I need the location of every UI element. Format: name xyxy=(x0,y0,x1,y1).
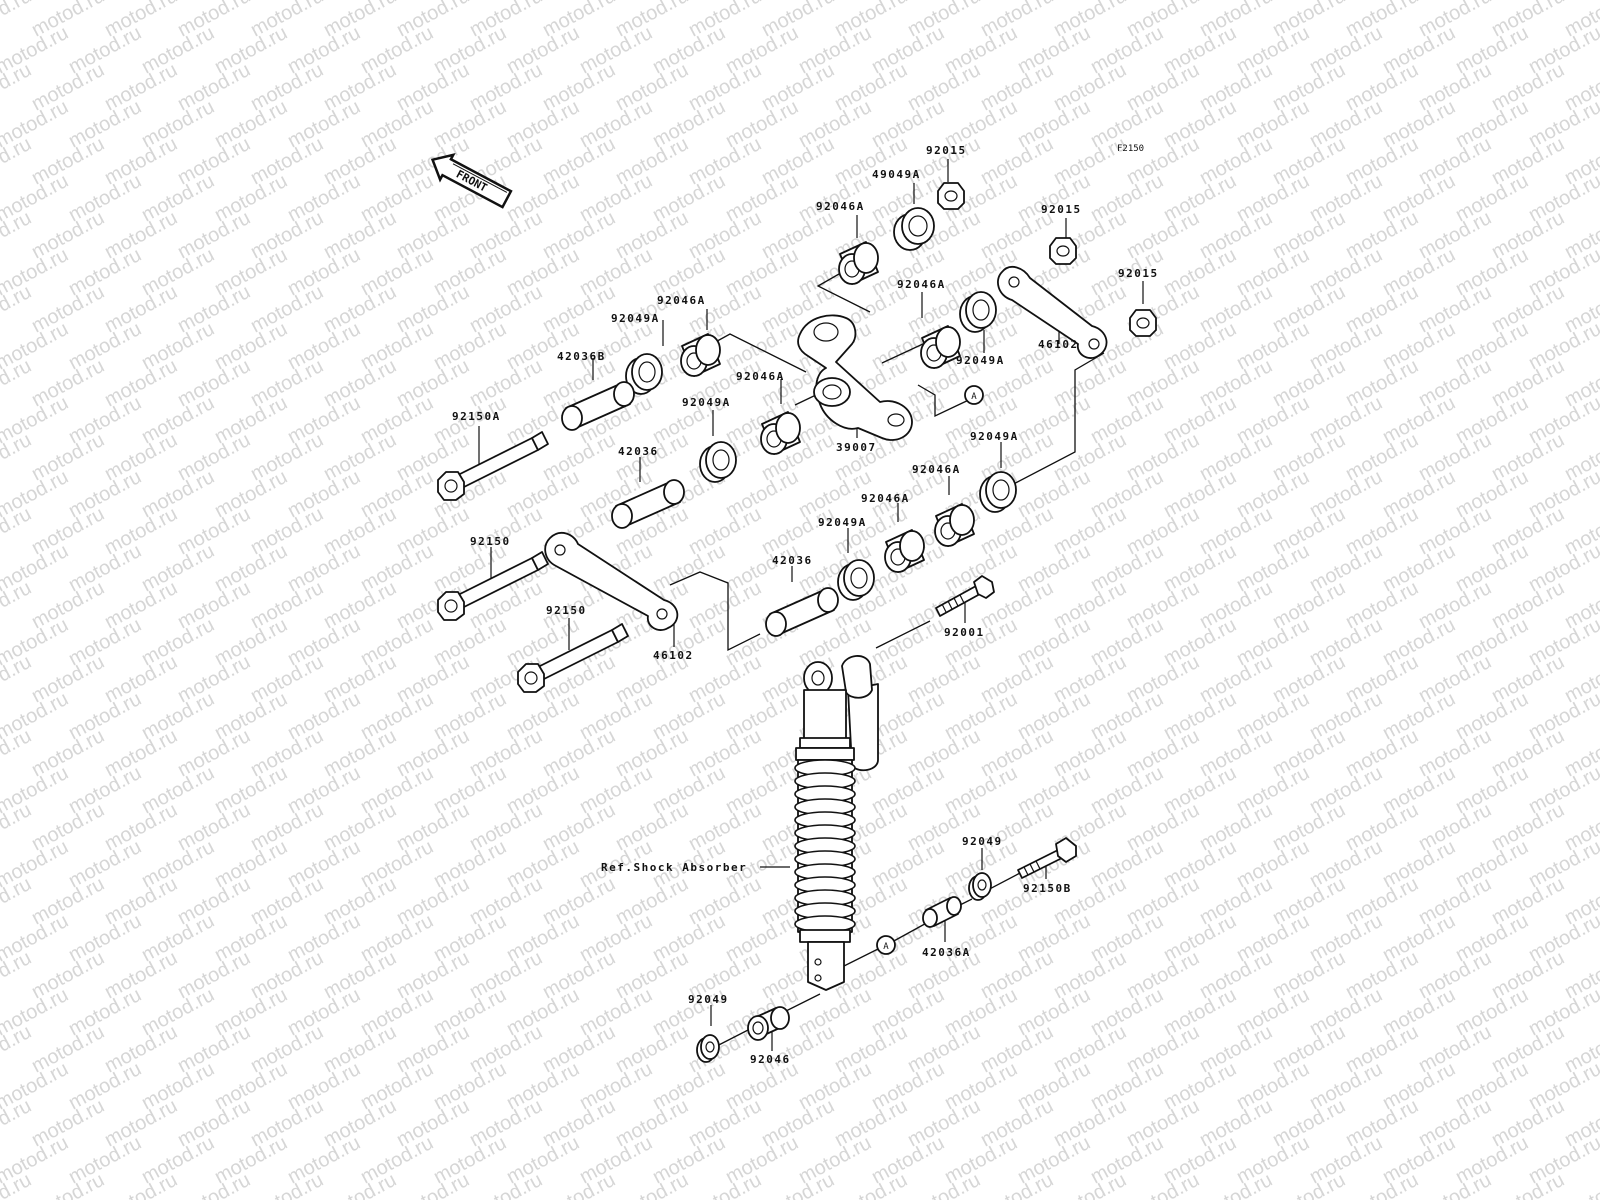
label-42036B: 42036B xyxy=(557,350,606,363)
label-92015-right: 92015 xyxy=(1118,267,1159,280)
needle-bearing-92046A-5 xyxy=(934,503,975,547)
label-ref-shock-absorber: Ref.Shock Absorber xyxy=(601,861,747,874)
label-92150-lower: 92150 xyxy=(546,604,587,617)
label-92046A-4: 92046A xyxy=(736,370,785,383)
label-46102-lower: 46102 xyxy=(653,649,694,662)
watermark-text: motod.ru xyxy=(1561,1169,1600,1200)
nut-92015-top xyxy=(937,182,965,210)
label-92049A-1: 92049A xyxy=(611,312,660,325)
label-92001: 92001 xyxy=(944,626,985,639)
label-92049A-4: 92049A xyxy=(970,430,1019,443)
label-39007: 39007 xyxy=(836,441,877,454)
label-92049A-2: 92049A xyxy=(956,354,1005,367)
label-42036A: 42036A xyxy=(922,946,971,959)
label-49049A: 49049A xyxy=(872,168,921,181)
label-92015-middle: 92015 xyxy=(1041,203,1082,216)
label-92049-lower: 92049 xyxy=(688,993,729,1006)
callout-a-upper-text: A xyxy=(971,392,977,402)
callout-a-upper: A xyxy=(964,385,984,405)
spring-coils xyxy=(794,759,856,933)
label-92049-right: 92049 xyxy=(962,835,1003,848)
figure-reference: F2150 xyxy=(1117,144,1144,154)
label-92046-lower: 92046 xyxy=(750,1053,791,1066)
label-92150A: 92150A xyxy=(452,410,501,423)
label-42036-lower: 42036 xyxy=(772,554,813,567)
label-92150B: 92150B xyxy=(1023,882,1072,895)
label-42036-top: 42036 xyxy=(618,445,659,458)
label-46102-top: 46102 xyxy=(1038,338,1079,351)
label-92046A-1: 92046A xyxy=(816,200,865,213)
label-92046A-5: 92046A xyxy=(912,463,961,476)
nut-92015-right xyxy=(1129,309,1157,337)
label-92049A-3: 92049A xyxy=(682,396,731,409)
label-92150-left: 92150 xyxy=(470,535,511,548)
label-92046A-2: 92046A xyxy=(897,278,946,291)
callout-a-lower: A xyxy=(876,935,896,955)
label-92049A-5: 92049A xyxy=(818,516,867,529)
label-92015-top: 92015 xyxy=(926,144,967,157)
callout-a-lower-text: A xyxy=(883,942,889,952)
nut-92015-middle xyxy=(1049,237,1077,265)
seal-92049A-3 xyxy=(699,441,737,483)
label-92046A-3: 92046A xyxy=(657,294,706,307)
label-92046A-6: 92046A xyxy=(861,492,910,505)
